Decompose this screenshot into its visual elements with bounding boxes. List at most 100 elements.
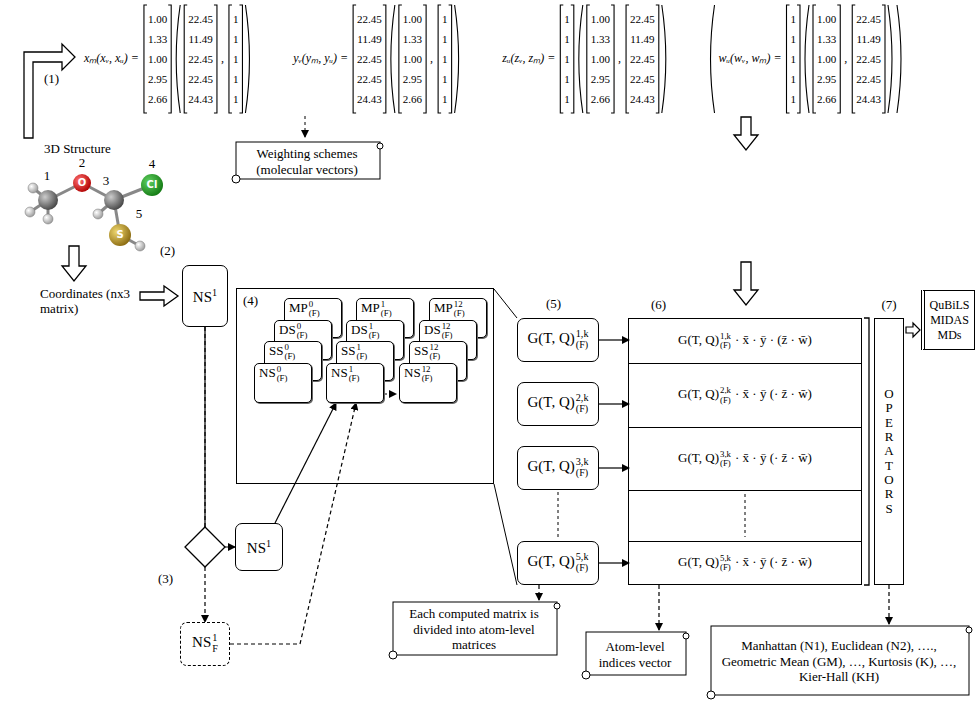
vector-values: 1 1 1 1 1 (233, 9, 239, 109)
matrix-bracket (214, 5, 217, 113)
index-stack: 12(F) (442, 322, 453, 341)
output-document: QuBiLS MIDAS MDs (921, 290, 975, 350)
decision-diamond (185, 527, 225, 567)
symbol-base: G(T, Q) (678, 554, 719, 569)
matrix-bracket (353, 5, 356, 113)
hydrogen-atom (135, 241, 145, 251)
symbol-base: G(T, Q) (528, 458, 575, 474)
index-stack: 2,k(F) (720, 386, 731, 405)
matrix-bracket (560, 5, 563, 113)
matrix-bracket (399, 5, 402, 113)
subscript: (F) (429, 352, 440, 361)
indices-row: G(T, Q)3,k(F)· x̄ · ȳ (· z̄ · w̄) (629, 427, 861, 491)
indices-panel: (6)G(T, Q)1,k(F)· x̄ · ȳ · (z̄ · w̄)G(T,… (628, 318, 862, 585)
superscript: 1 (266, 538, 271, 549)
symbol-base: MP (361, 300, 380, 315)
equation-label: wᵤ(wᵥ, wₘ) = (719, 52, 782, 66)
step-number: (6) (651, 297, 666, 313)
vector-values: 1 1 1 1 1 (791, 9, 797, 109)
symbol-base: NS (331, 365, 348, 380)
subscript: (F) (454, 309, 465, 318)
superscript: 2,k (720, 386, 731, 395)
symbol-base: G(T, Q) (528, 553, 575, 569)
parenthesis (897, 5, 901, 113)
superscript: 12 (422, 365, 433, 374)
parenthesis (805, 5, 809, 113)
subscript: (F) (356, 352, 367, 361)
vector-values: 1.00 1.33 1.00 2.95 2.66 (403, 9, 422, 109)
symbol-base: DS (424, 322, 441, 337)
math-text: G(T, Q)1,k(F) (528, 329, 589, 350)
separator-comma: , (844, 52, 847, 66)
hollow-arrow (140, 286, 178, 306)
note-scroll: Weighting schemes (molecular vectors) (228, 140, 384, 186)
vector-values: 1.00 1.33 1.00 2.95 2.66 (591, 9, 610, 109)
step-number: (3) (158, 572, 173, 587)
note-scroll: Manhattan (N1), Euclidean (N2), …., Geom… (703, 624, 973, 702)
atom-number: 2 (79, 156, 86, 171)
matrix-box: NS1 (235, 523, 283, 571)
step-number: (2) (160, 244, 175, 259)
subscript: (F) (576, 340, 589, 351)
index-stack: 0(F) (284, 343, 295, 362)
symbol-base: MP (434, 300, 453, 315)
index-stack: 0(F) (277, 365, 288, 384)
connector (538, 585, 539, 600)
heavy-atom (104, 190, 124, 210)
symbol-base: DS (351, 322, 368, 337)
index-stack: 5,k(F) (576, 552, 589, 573)
math-text: G(T, Q)5,k(F) (528, 552, 589, 573)
superscript: 2,k (576, 393, 589, 404)
superscript: 0 (284, 343, 295, 352)
separator-comma: , (221, 52, 224, 66)
matrix-card: NS0(F) (254, 363, 312, 403)
symbol-base: G(T, Q) (678, 332, 719, 347)
matrix-group-box: (4)MP0(F)DS0(F)SS0(F)NS0(F)MP1(F)DS1(F)S… (236, 288, 494, 484)
vector-values: 1.00 1.33 1.00 2.95 2.66 (817, 9, 836, 109)
math-text: G(T, Q)3,k(F)· x̄ · ȳ (· z̄ · w̄) (678, 450, 812, 469)
step-number: (7) (875, 297, 903, 313)
math-text: MP0(F) (289, 300, 320, 315)
caption-text: Coordinates (nx3 matrix) (40, 287, 144, 317)
matrix-bracket (438, 5, 441, 113)
superscript: 1 (212, 633, 218, 644)
matrix-bracket (813, 5, 816, 113)
symbol-base: G(T, Q) (528, 330, 575, 346)
superscript: 1,k (720, 332, 731, 341)
math-text: DS12(F) (424, 322, 452, 337)
math-text: DS0(F) (279, 322, 307, 337)
heavy-atom (73, 174, 91, 192)
product-text: · x̄ · ȳ (· z̄ · w̄) (735, 450, 812, 465)
superscript: 1 (369, 322, 380, 331)
matrix-bracket (626, 5, 629, 113)
superscript: 1 (356, 343, 367, 352)
guide-line (385, 394, 396, 395)
heavy-atom (38, 190, 58, 210)
guide-line (305, 116, 306, 137)
note-scroll: Each computed matrix is divided into ato… (385, 600, 561, 662)
guide-line (558, 492, 559, 539)
symbol-base: SS (414, 343, 428, 358)
subscript: (F) (422, 374, 433, 383)
symbol-base: SS (341, 343, 355, 358)
superscript: 0 (277, 365, 288, 374)
superscript: 12 (442, 322, 453, 331)
index-stack: 12(F) (454, 300, 465, 319)
subscript: (F) (576, 563, 589, 574)
scroll-curl (582, 671, 590, 679)
index-stack: 12(F) (429, 343, 440, 362)
g-matrix-box: G(T, Q)1,k(F) (517, 318, 599, 362)
equation-label: yᵥ(yₘ, yᵤ) = (293, 52, 348, 66)
box-text: Each computed matrix is divided into ato… (399, 606, 549, 653)
math-text: SS12(F) (414, 343, 440, 358)
decision-diamond (185, 527, 225, 567)
index-stack: 12(F) (422, 365, 433, 384)
subscript: (F) (381, 309, 392, 318)
math-text: NS1 (247, 538, 271, 557)
heavy-atom (38, 174, 163, 246)
math-text: G(T, Q)3,k(F) (528, 457, 589, 478)
subscript: (F) (720, 459, 731, 468)
math-text: NS0(F) (259, 365, 287, 380)
parenthesis (579, 5, 583, 113)
symbol-base: NS (192, 634, 211, 650)
